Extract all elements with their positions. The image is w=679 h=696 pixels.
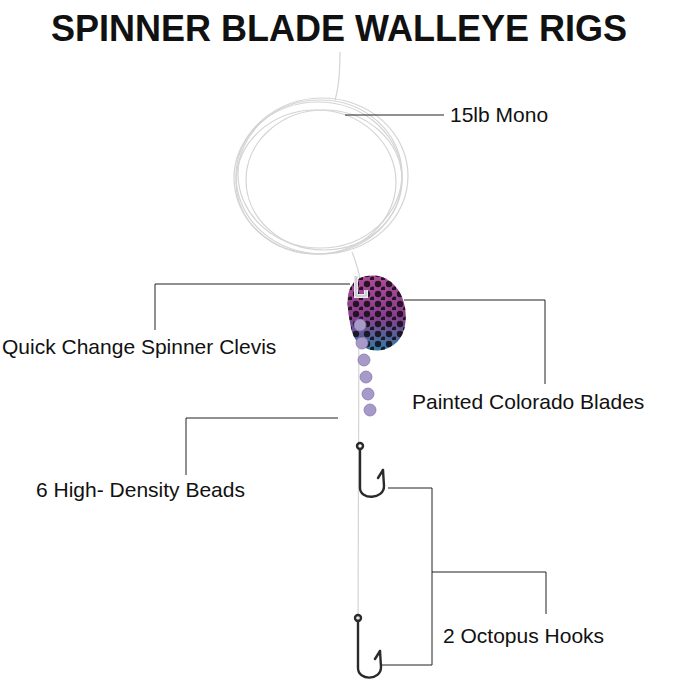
part-label: 2 Octopus Hooks (443, 624, 604, 648)
clevis-outline (356, 276, 366, 296)
part-label: Painted Colorado Blades (412, 390, 644, 414)
part-label: 15lb Mono (450, 103, 548, 127)
blade-spots (340, 262, 420, 362)
beads (354, 319, 376, 416)
title: SPINNER BLADE WALLEYE RIGS (51, 8, 627, 50)
clevis (356, 276, 366, 296)
part-label: 6 High- Density Beads (36, 478, 245, 502)
part-label: Quick Change Spinner Clevis (2, 335, 276, 359)
octopus-hooks (355, 443, 384, 678)
